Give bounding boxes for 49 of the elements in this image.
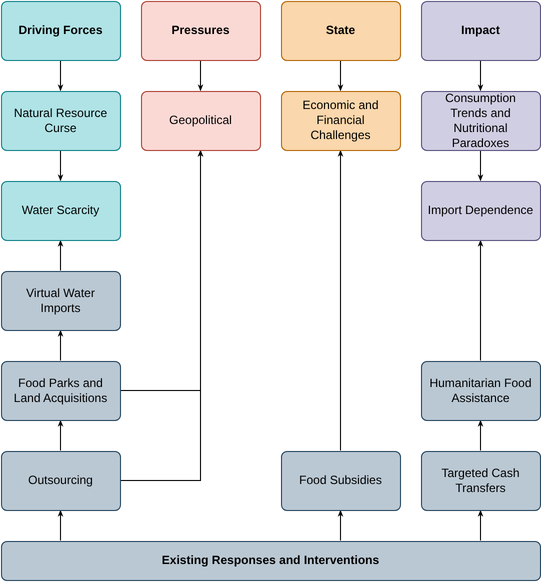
- process-box: [420, 90, 540, 150]
- process-box: [280, 450, 400, 510]
- process-box: [0, 450, 120, 510]
- arrow: [198, 60, 204, 92]
- process-box: [0, 360, 120, 420]
- arrow: [478, 420, 484, 451]
- box-label: Consumption Trends and Nutritional Paradoxes: [444, 90, 517, 150]
- process-box: [0, 180, 120, 240]
- arrow: [478, 510, 484, 541]
- process-box: [420, 0, 540, 60]
- box-label: Virtual Water Imports: [25, 286, 96, 316]
- box-label: Food Parks and Land Acquisitions: [12, 376, 108, 406]
- process-box: [420, 450, 540, 510]
- process-box: [140, 90, 260, 150]
- box-label: Economic and Financial Challenges: [301, 98, 380, 143]
- box-label: Food Subsidies: [299, 473, 382, 488]
- process-box: [280, 0, 400, 60]
- arrow: [58, 420, 64, 451]
- process-box: [0, 540, 540, 580]
- box-label: Import Dependence: [428, 203, 534, 218]
- arrow: [58, 150, 64, 182]
- process-box: [280, 90, 400, 150]
- box-label: Water Scarcity: [22, 203, 100, 218]
- box-label: Targeted Cash Transfers: [440, 466, 521, 496]
- box-label: Outsourcing: [28, 473, 93, 488]
- box-label: Humanitarian Food Assistance: [428, 376, 533, 406]
- box-label: Existing Responses and Interventions: [162, 553, 380, 568]
- arrow: [338, 510, 344, 541]
- arrow: [478, 150, 484, 182]
- box-label: Driving Forces: [18, 23, 103, 38]
- arrow: [478, 60, 484, 92]
- process-box: [0, 0, 120, 60]
- arrow: [478, 240, 484, 361]
- box-label: Impact: [461, 23, 500, 38]
- process-box: [140, 0, 260, 60]
- arrow: [58, 510, 64, 541]
- arrow: [58, 330, 64, 361]
- process-box: [0, 270, 120, 330]
- process-box: [0, 90, 120, 150]
- box-label: Geopolitical: [169, 113, 232, 128]
- arrow: [58, 60, 64, 92]
- process-box: [420, 180, 540, 240]
- box-label: Pressures: [171, 23, 230, 38]
- arrow: [338, 150, 344, 451]
- box-label: Natural Resource Curse: [12, 106, 108, 136]
- arrow: [58, 240, 64, 271]
- process-box: [420, 360, 540, 420]
- arrow: [338, 60, 344, 92]
- box-label: State: [326, 23, 356, 38]
